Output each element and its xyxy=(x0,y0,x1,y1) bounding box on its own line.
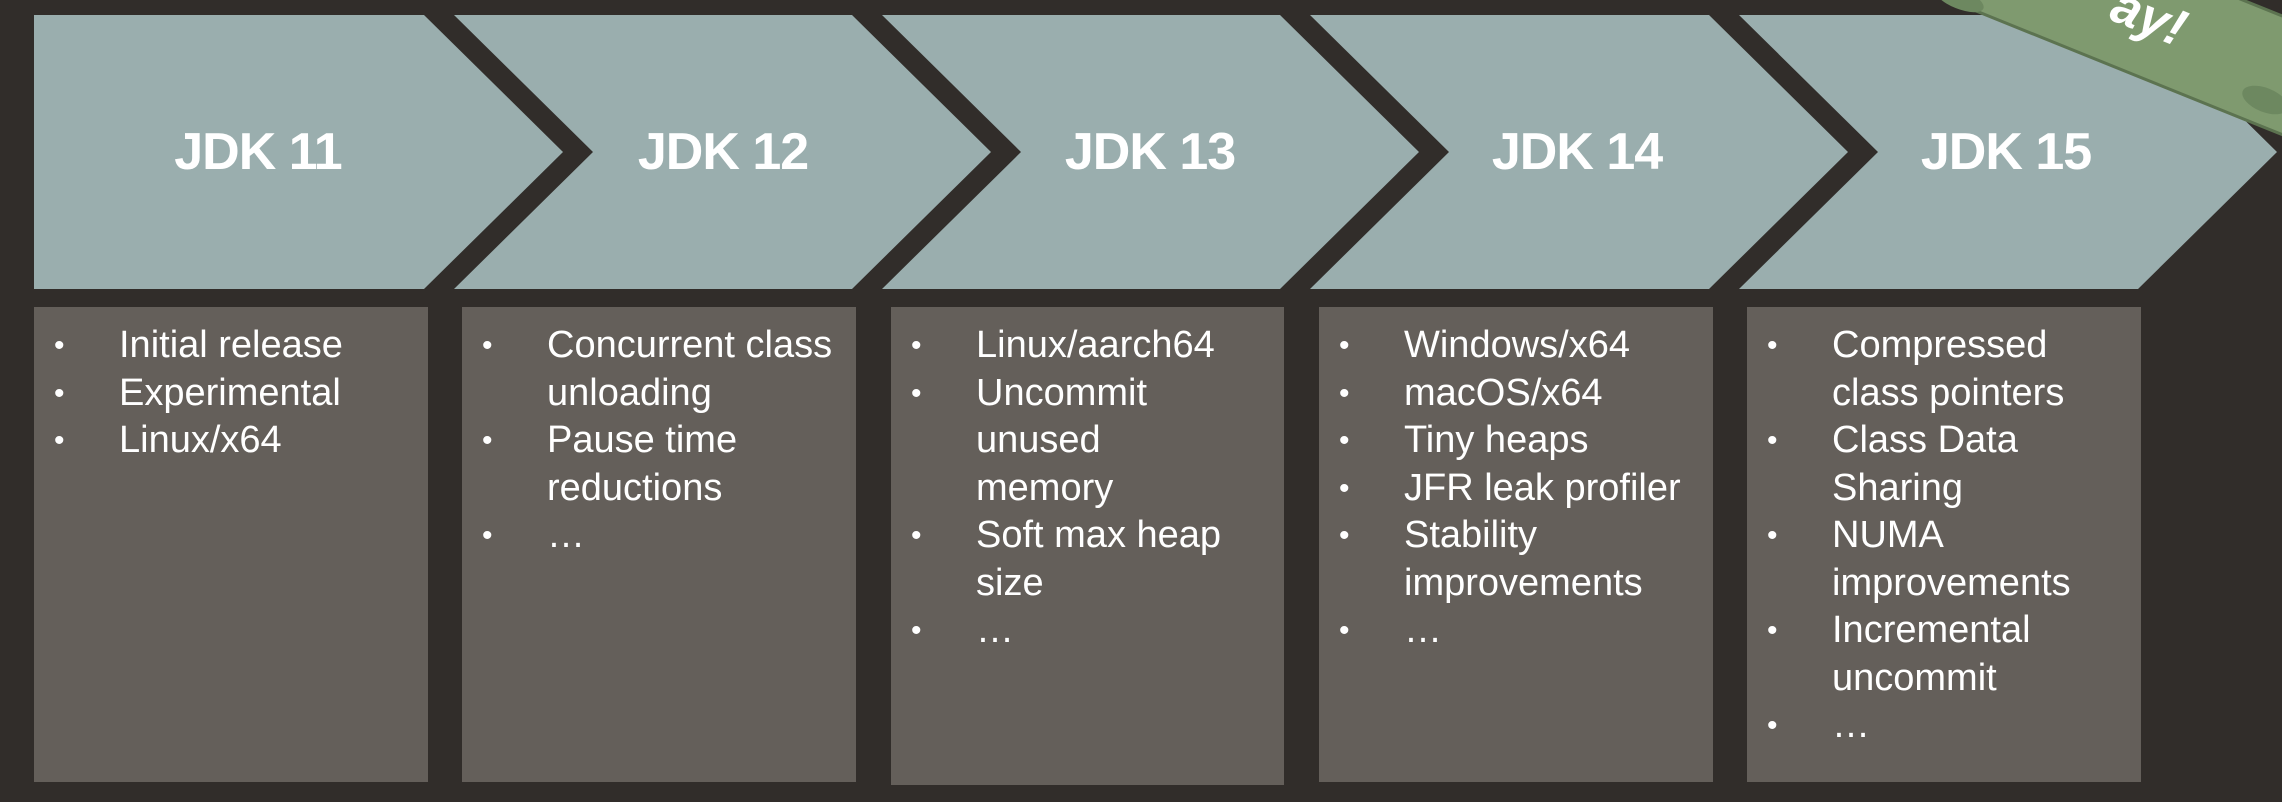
feature-item: macOS/x64 xyxy=(1319,370,1703,418)
features-box-jdk-14: Windows/x64 macOS/x64 Tiny heaps JFR lea… xyxy=(1319,307,1713,782)
features-list-jdk-15: Compressed class pointers Class Data Sha… xyxy=(1747,322,2131,750)
feature-item: Linux/x64 xyxy=(34,417,418,465)
features-list-jdk-12: Concurrent class unloading Pause time re… xyxy=(462,322,846,560)
feature-item: NUMA improvements xyxy=(1747,512,2131,607)
chevron-label-jdk-11: JDK 11 xyxy=(174,123,342,181)
banner-curl-left xyxy=(1934,0,1984,13)
chevron-jdk-11 xyxy=(34,15,563,289)
feature-item: Soft max heap size xyxy=(891,512,1274,607)
features-list-jdk-14: Windows/x64 macOS/x64 Tiny heaps JFR lea… xyxy=(1319,322,1703,655)
features-box-jdk-13: Linux/aarch64 Uncommit unused memory Sof… xyxy=(891,307,1284,785)
feature-item: … xyxy=(462,512,846,560)
feature-item: JFR leak profiler xyxy=(1319,465,1703,513)
feature-item: Incremental uncommit xyxy=(1747,607,2131,702)
chevron-jdk-13 xyxy=(882,15,1419,289)
chevron-jdk-14 xyxy=(1310,15,1848,289)
feature-item: Class Data Sharing xyxy=(1747,417,2131,512)
feature-item: Windows/x64 xyxy=(1319,322,1703,370)
features-box-jdk-11: Initial release Experimental Linux/x64 xyxy=(34,307,428,782)
chevron-label-jdk-14: JDK 14 xyxy=(1491,123,1663,181)
feature-item: Tiny heaps xyxy=(1319,417,1703,465)
feature-item: Pause time reductions xyxy=(462,417,846,512)
features-list-jdk-13: Linux/aarch64 Uncommit unused memory Sof… xyxy=(891,322,1274,655)
features-list-jdk-11: Initial release Experimental Linux/x64 xyxy=(34,322,418,465)
feature-item: Linux/aarch64 xyxy=(891,322,1274,370)
chevron-label-jdk-12: JDK 12 xyxy=(637,123,809,181)
feature-item: Experimental xyxy=(34,370,418,418)
chevron-label-jdk-13: JDK 13 xyxy=(1064,123,1236,181)
feature-item: Concurrent class unloading xyxy=(462,322,846,417)
feature-item: … xyxy=(891,607,1274,655)
feature-item: Compressed class pointers xyxy=(1747,322,2131,417)
feature-item: Uncommit unused memory xyxy=(891,370,1274,513)
feature-item: … xyxy=(1319,607,1703,655)
features-box-jdk-15: Compressed class pointers Class Data Sha… xyxy=(1747,307,2141,782)
chevron-jdk-15 xyxy=(1739,15,2277,289)
chevron-label-jdk-15: JDK 15 xyxy=(1920,123,2092,181)
feature-item: Stability improvements xyxy=(1319,512,1703,607)
features-box-jdk-12: Concurrent class unloading Pause time re… xyxy=(462,307,856,782)
feature-item: Initial release xyxy=(34,322,418,370)
chevron-jdk-12 xyxy=(454,15,991,289)
banner-curl-right xyxy=(2242,85,2282,115)
corner-banner: ay! xyxy=(1934,0,2282,150)
feature-item: … xyxy=(1747,702,2131,750)
